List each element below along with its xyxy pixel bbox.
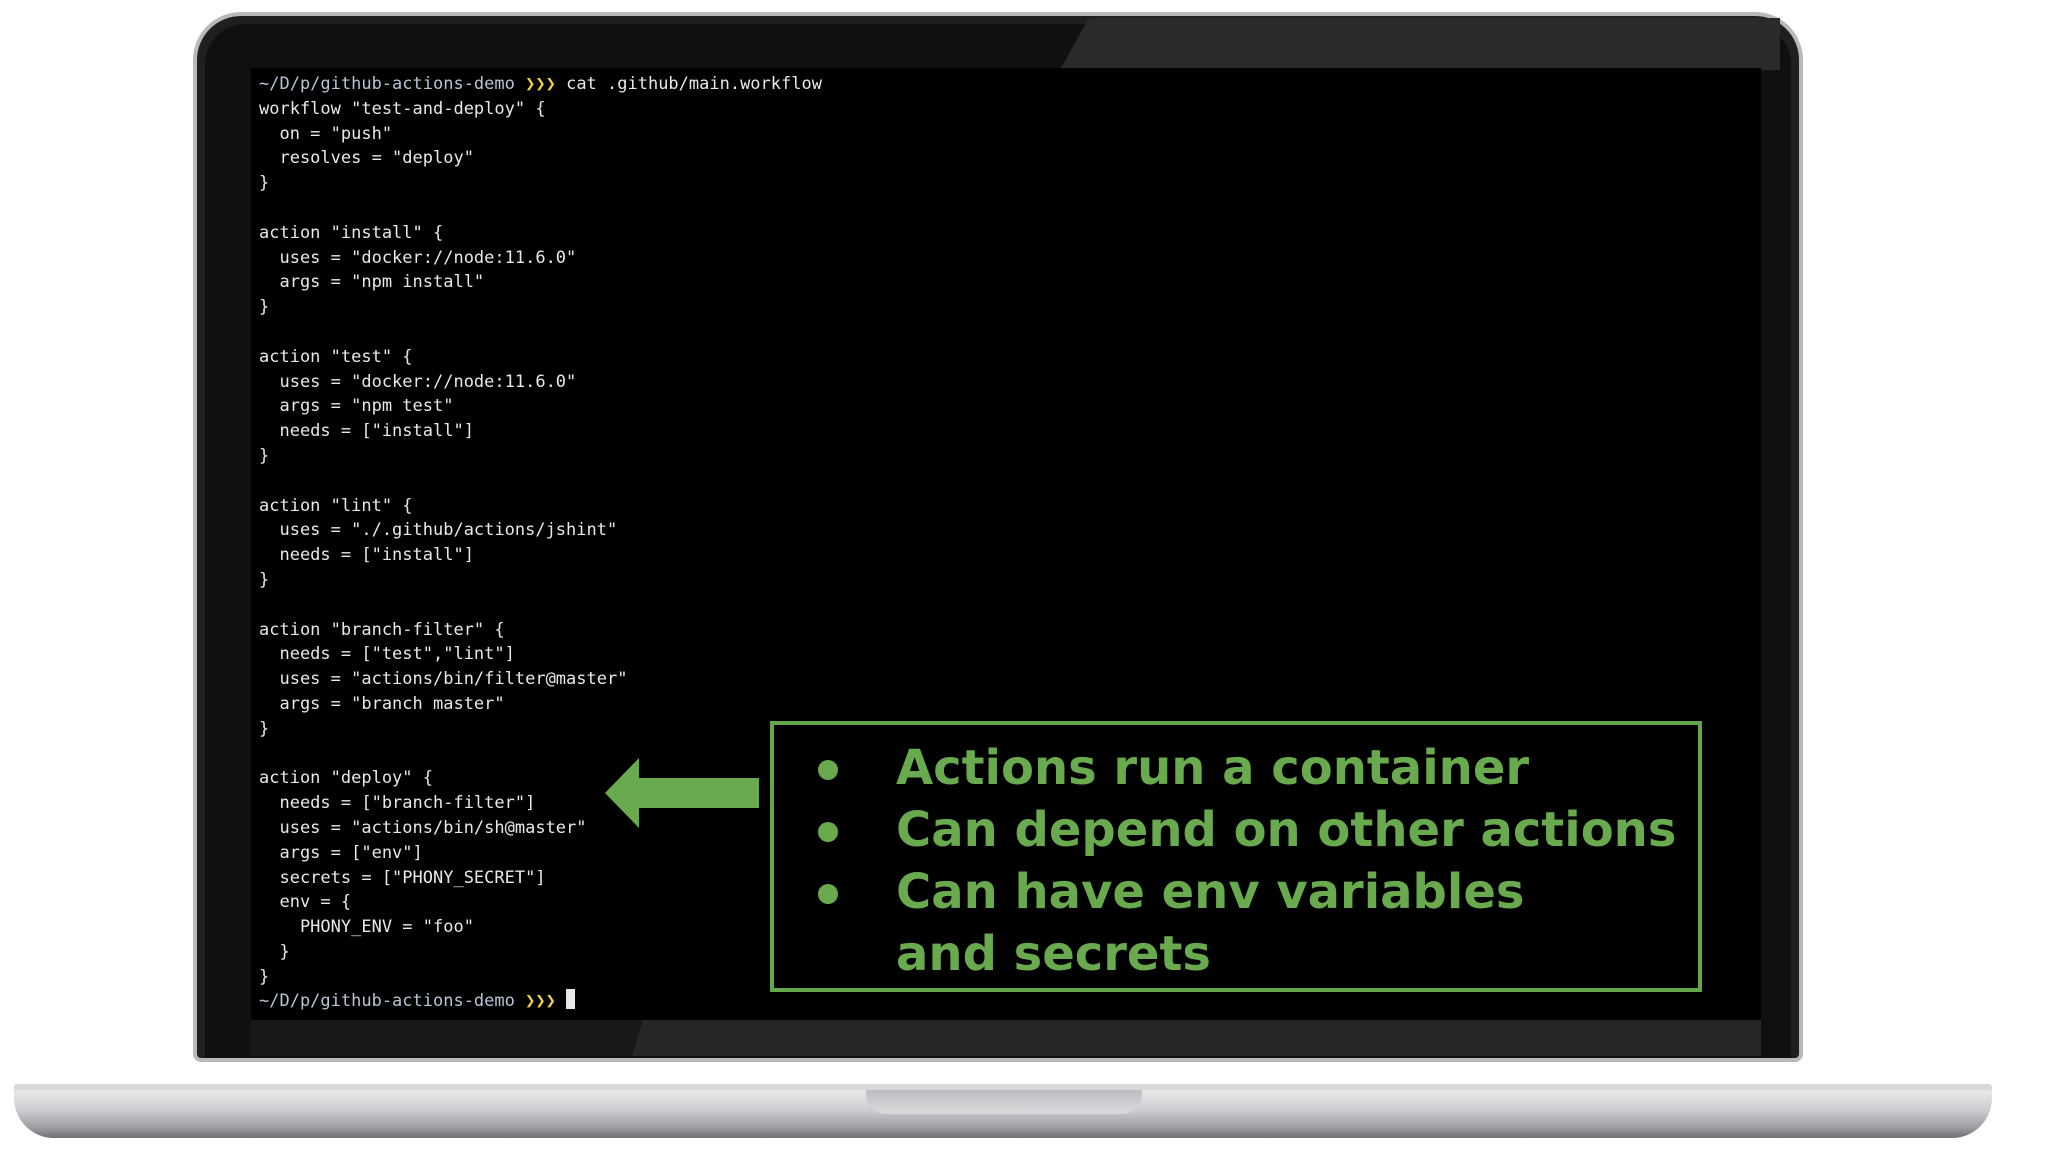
code-line: args = "npm test" (259, 396, 454, 417)
arrow-left-icon (605, 758, 759, 828)
bezel-bottom-reflection (632, 1020, 1761, 1056)
code-line: env = { (259, 892, 352, 913)
terminal-output: ~/D/p/github-actions-demo ❯❯❯ cat .githu… (259, 72, 822, 1014)
code-line: args = ["env"] (259, 842, 423, 863)
code-line: PHONY_ENV = "foo" (259, 917, 474, 938)
code-line: action "deploy" { (259, 768, 433, 789)
code-line: secrets = ["PHONY_SECRET"] (259, 867, 546, 888)
code-line: } (259, 569, 270, 590)
code-line: } (259, 445, 270, 466)
final-prompt-symbol: ❯❯❯ (525, 991, 556, 1012)
code-line: args = "npm install" (259, 272, 485, 293)
code-line: uses = "./.github/actions/jshint" (259, 520, 618, 541)
code-line: workflow "test-and-deploy" { (259, 98, 546, 119)
code-line: uses = "docker://node:11.6.0" (259, 247, 577, 268)
code-line: resolves = "deploy" (259, 148, 474, 169)
code-line: action "branch-filter" { (259, 619, 505, 640)
code-line: action "test" { (259, 346, 413, 367)
code-line: uses = "actions/bin/sh@master" (259, 817, 587, 838)
code-line: needs = ["test","lint"] (259, 644, 515, 665)
annotation-callout: Actions run a container Can depend on ot… (770, 721, 1702, 992)
code-line: uses = "docker://node:11.6.0" (259, 371, 577, 392)
prompt-path: ~/D/p/github-actions-demo (259, 74, 515, 94)
laptop-base-edge (14, 1084, 1992, 1094)
code-line: action "lint" { (259, 495, 413, 516)
bullet-dot (818, 822, 838, 842)
bullet-text: Can have env variables (896, 864, 1525, 920)
code-line: } (259, 966, 270, 987)
code-line: } (259, 941, 290, 962)
file-content: workflow "test-and-deploy" { on = "push"… (259, 99, 627, 987)
bullet-continuation-text: and secrets (896, 926, 1211, 982)
code-line: } (259, 297, 270, 318)
laptop-notch (866, 1090, 1142, 1114)
bullet-dot (818, 884, 838, 904)
bullet-text: Actions run a container (896, 740, 1530, 796)
bullet-dot (818, 760, 838, 780)
final-prompt-path: ~/D/p/github-actions-demo (259, 991, 515, 1012)
terminal-cursor[interactable] (566, 989, 576, 1010)
code-line: args = "branch master" (259, 693, 505, 714)
code-line: } (259, 718, 270, 739)
code-line: on = "push" (259, 123, 393, 144)
code-line: needs = ["install"] (259, 421, 474, 442)
bezel-reflection (1060, 18, 1780, 70)
prompt-symbol: ❯❯❯ (525, 74, 556, 94)
command-text: cat .github/main.workflow (555, 74, 822, 94)
code-line: } (259, 173, 270, 194)
bullet-text: Can depend on other actions (896, 802, 1677, 858)
code-line: needs = ["install"] (259, 545, 474, 566)
code-line: uses = "actions/bin/filter@master" (259, 669, 628, 690)
code-line: needs = ["branch-filter"] (259, 793, 536, 814)
code-line: action "install" { (259, 222, 444, 243)
